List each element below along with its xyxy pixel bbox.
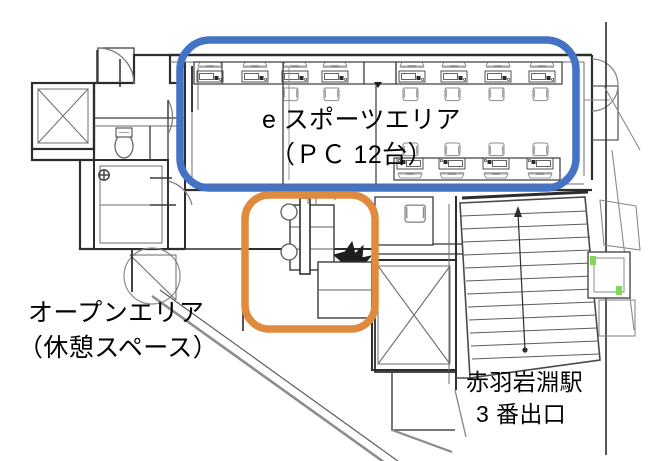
- staircase: [459, 190, 601, 379]
- open-area-label: オープンエリア: [28, 299, 205, 327]
- esports-zone-highlight: [176, 36, 580, 192]
- station-name-label: 赤羽岩淵駅: [466, 369, 583, 395]
- station-exit-number-label: 3 番出口: [476, 401, 567, 427]
- esports-area-pc-count-label: （ＰＣ 12台）: [270, 141, 433, 169]
- open-area-sublabel: （休憩スペース）: [18, 334, 219, 362]
- building-walls: [30, 22, 641, 461]
- esports-area-label: e スポーツエリア: [262, 106, 461, 134]
- open-zone-highlight: [241, 191, 379, 333]
